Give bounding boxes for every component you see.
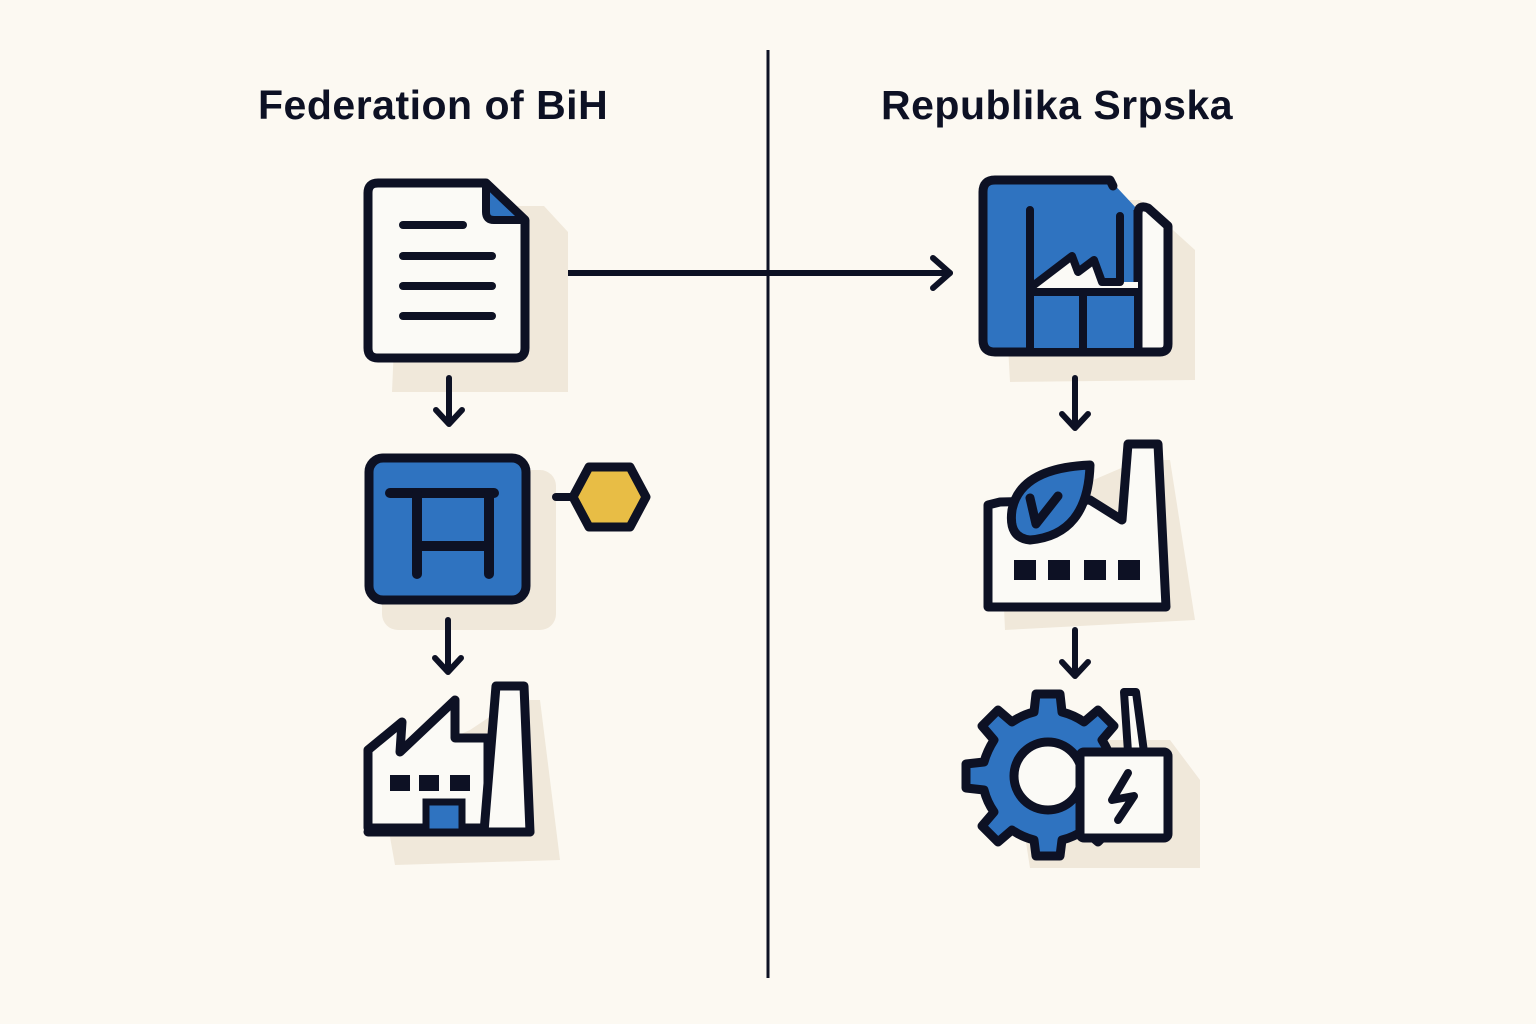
- down-arrow-icon: [1059, 627, 1091, 679]
- down-arrow-icon: [433, 375, 465, 427]
- cross-entity-arrow: [555, 255, 953, 291]
- hexagon-icon: [552, 462, 651, 532]
- down-arrow-icon: [432, 617, 464, 675]
- regulatory-frame-icon: [364, 453, 556, 630]
- gear-power-plant-icon: [961, 688, 1200, 868]
- federation-title: Federation of BiH: [258, 82, 609, 128]
- republika-srpska-title: Republika Srpska: [881, 82, 1234, 128]
- factory-icon: [363, 681, 560, 865]
- down-arrow-icon: [1059, 375, 1091, 431]
- industrial-building-icon: [978, 175, 1195, 382]
- eco-factory-icon: [983, 439, 1195, 630]
- document-icon: [363, 178, 568, 392]
